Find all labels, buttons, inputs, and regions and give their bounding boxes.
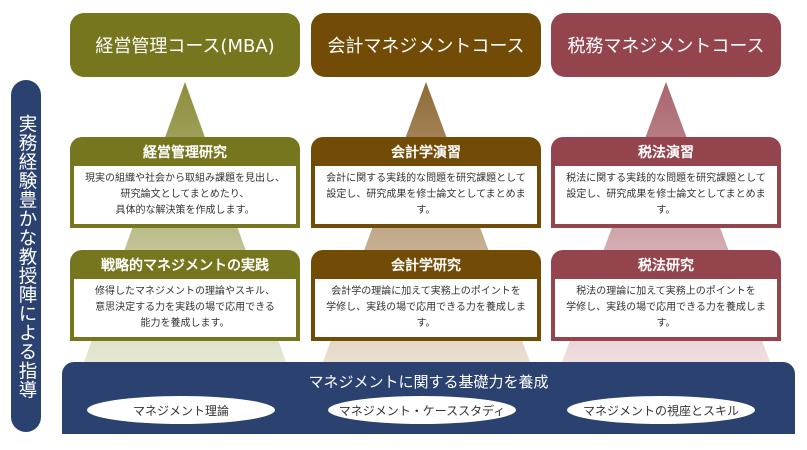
foundation-item-case-study: マネジメント・ケーススタディ	[328, 396, 516, 424]
card-line: 現実の組織や社会から取組み課題を見出し、	[85, 173, 285, 184]
card-line: 研究論文としてまとめたり、	[120, 189, 250, 200]
foundation-item-label: マネジメントの視座とスキル	[582, 403, 739, 418]
card-body: 税法に関する実践的な問題を研究課題として設定し、研究成果を修士論文としてまとめま…	[555, 166, 777, 224]
card-line: 税法に関する実践的な問題を研究課題として	[566, 173, 766, 184]
card-mba-research: 経営管理研究 現実の組織や社会から取組み課題を見出し、研究論文としてまとめたり、…	[70, 137, 300, 228]
course-title: 税務マネジメントコース	[567, 36, 765, 57]
card-title: 経営管理研究	[143, 144, 227, 161]
card-mba-practice: 戦略的マネジメントの実践 修得したマネジメントの理論やスキル、意思決定する力を実…	[70, 250, 300, 341]
foundation-item-label: マネジメント・ケーススタディ	[338, 403, 506, 418]
card-line: 意思決定する力を実践の場で応用できる	[95, 302, 275, 313]
course-title: 会計マネジメントコース	[327, 36, 525, 57]
card-tax-seminar: 税法演習 税法に関する実践的な問題を研究課題として設定し、研究成果を修士論文とし…	[551, 137, 781, 228]
course-header-mba: 経営管理コース(MBA)	[70, 13, 300, 77]
card-line: 設定し、研究成果を修士論文としてまとめます。	[566, 189, 766, 216]
side-label-bar: 実務経験豊かな教授陣による指導	[11, 80, 41, 432]
card-body: 修得したマネジメントの理論やスキル、意思決定する力を実践の場で応用できる能力を養…	[74, 279, 296, 337]
card-line: 会計に関する実践的な問題を研究課題として	[326, 173, 526, 184]
card-body: 会計に関する実践的な問題を研究課題として設定し、研究成果を修士論文としてまとめま…	[315, 166, 537, 224]
card-accounting-seminar: 会計学演習 会計に関する実践的な問題を研究課題として設定し、研究成果を修士論文と…	[311, 137, 541, 228]
card-line: 修得したマネジメントの理論やスキル、	[95, 286, 275, 297]
card-title: 税法演習	[638, 144, 694, 161]
card-tax-research: 税法研究 税法の理論に加えて実務上のポイントを学修し、実践の場で応用できる力を養…	[551, 250, 781, 341]
course-header-accounting: 会計マネジメントコース	[311, 13, 541, 77]
card-body: 会計学の理論に加えて実務上のポイントを学修し、実践の場で応用できる力を養成します…	[315, 279, 537, 337]
side-label: 実務経験豊かな教授陣による指導	[16, 113, 37, 399]
foundation-item-label: マネジメント理論	[132, 403, 229, 418]
course-title: 経営管理コース(MBA)	[95, 36, 275, 57]
card-line: 能力を養成します。	[140, 318, 230, 329]
card-line: 会計学の理論に加えて実務上のポイントを	[331, 286, 521, 297]
card-title: 会計学演習	[391, 144, 461, 161]
card-line: 具体的な解決策を作成します。	[115, 205, 255, 216]
foundation-item-theory: マネジメント理論	[87, 396, 275, 424]
card-title: 税法研究	[638, 257, 694, 274]
card-line: 学修し、実践の場で応用できる力を養成します。	[326, 302, 526, 329]
card-line: 設定し、研究成果を修士論文としてまとめます。	[326, 189, 526, 216]
card-body: 現実の組織や社会から取組み課題を見出し、研究論文としてまとめたり、具体的な解決策…	[74, 166, 296, 224]
card-title: 会計学研究	[391, 257, 461, 274]
card-body: 税法の理論に加えて実務上のポイントを学修し、実践の場で応用できる力を養成します。	[555, 279, 777, 337]
card-line: 学修し、実践の場で応用できる力を養成します。	[566, 302, 766, 329]
foundation-base: マネジメントに関する基礎力を養成 マネジメント理論 マネジメント・ケーススタディ…	[62, 362, 795, 434]
card-line: 税法の理論に加えて実務上のポイントを	[576, 286, 756, 297]
card-accounting-research: 会計学研究 会計学の理論に加えて実務上のポイントを学修し、実践の場で応用できる力…	[311, 250, 541, 341]
foundation-title: マネジメントに関する基礎力を養成	[308, 373, 549, 391]
course-header-tax: 税務マネジメントコース	[551, 13, 781, 77]
card-title: 戦略的マネジメントの実践	[101, 257, 269, 274]
foundation-item-perspective: マネジメントの視座とスキル	[567, 396, 755, 424]
